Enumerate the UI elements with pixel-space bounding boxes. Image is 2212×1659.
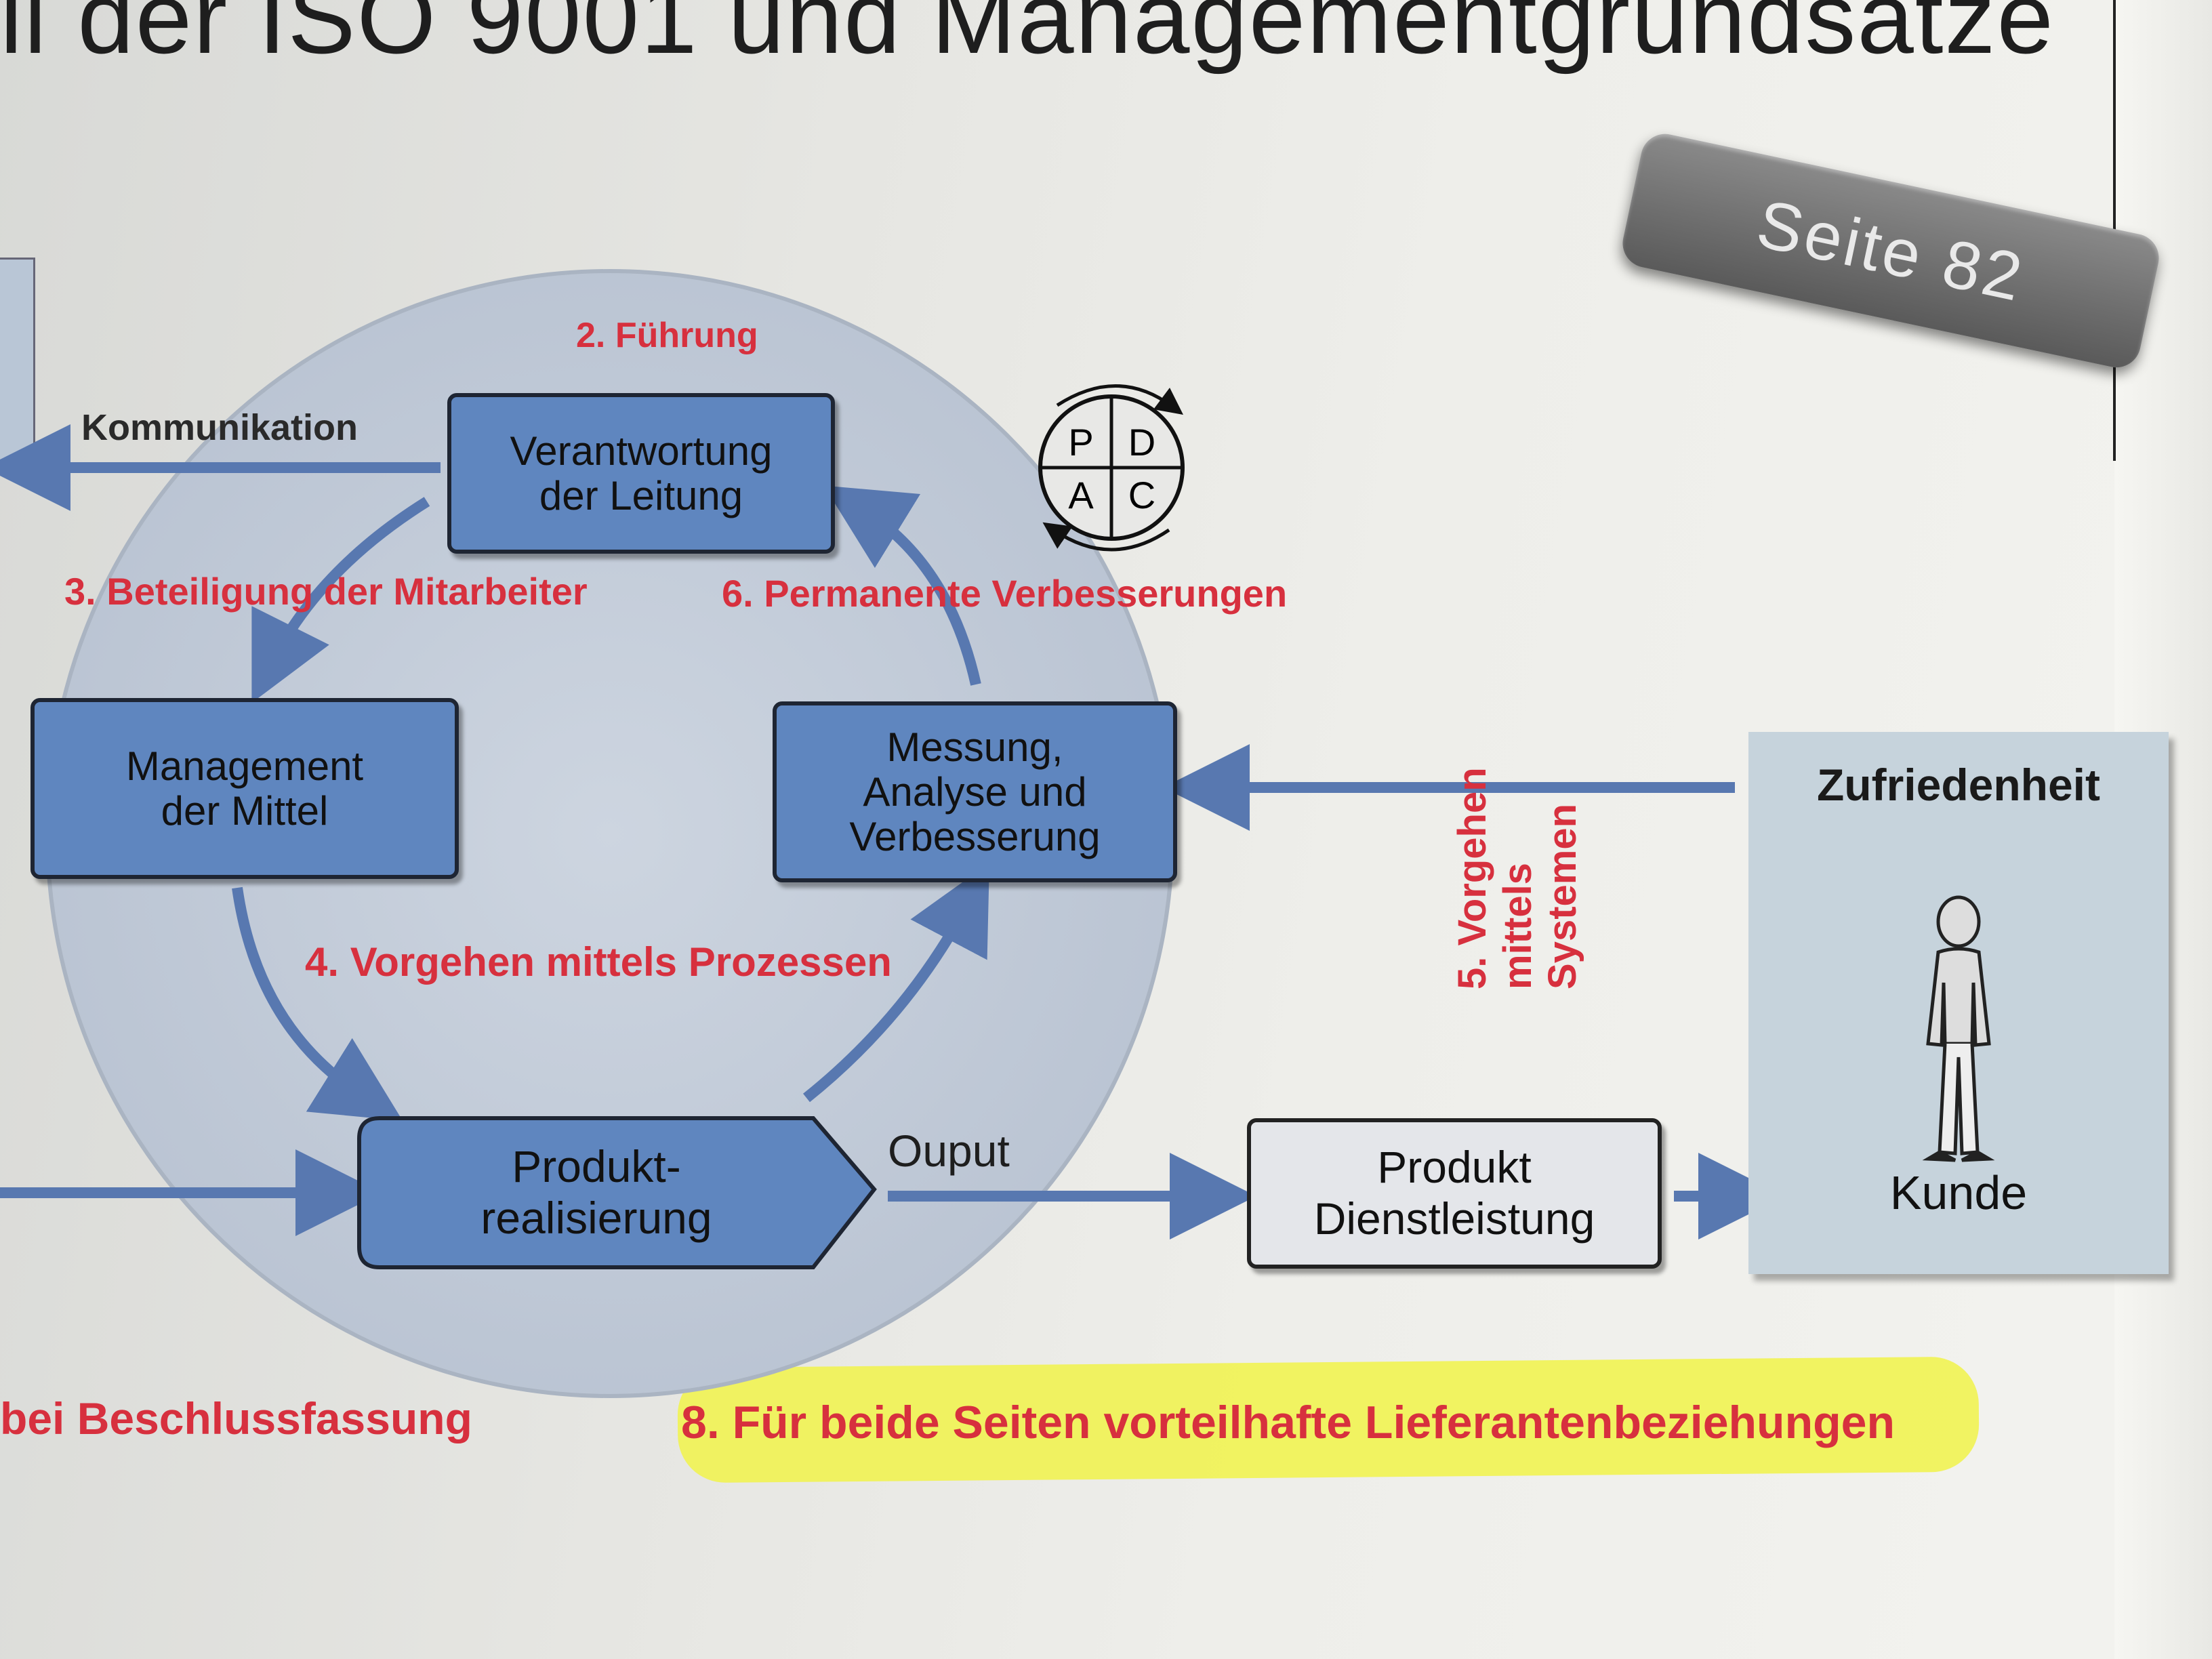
box-verantwortung-der-leitung: Verantwortung der Leitung <box>447 393 835 554</box>
box-messung-analyse-verbesserung: Messung, Analyse und Verbesserung <box>773 701 1177 882</box>
principle-3-label: 3. Beteiligung der Mitarbeiter <box>64 570 588 613</box>
pdca-cycle-icon: P D A C <box>1038 384 1185 552</box>
box-mittel-label: Management der Mittel <box>125 743 364 834</box>
principle-7-partial-label: bei Beschlussfassung <box>0 1393 472 1443</box>
principle-2-label: 2. Führung <box>576 316 758 355</box>
box-management-der-mittel: Management der Mittel <box>30 698 459 879</box>
messung-to-leitung-arrow <box>823 485 981 686</box>
person-standing-icon <box>1922 895 1995 1162</box>
pdca-p-letter: P <box>1068 421 1093 464</box>
pdca-c-letter: C <box>1128 474 1155 516</box>
customer-panel: Zufriedenheit Kunde <box>1748 732 2169 1274</box>
pdca-a-letter: A <box>1068 474 1094 516</box>
mittel-to-produkt-arrow <box>232 886 403 1121</box>
page-title: il der ISO 9001 und Managementgrundsätze <box>0 0 2055 75</box>
principle-8-label: 8. Für beide Seiten vorteilhafte Liefera… <box>681 1397 1896 1448</box>
principle-6-label: 6. Permanente Verbesserungen <box>722 572 1288 615</box>
box-produktrealisierung-label: Produkt- realisierung <box>480 1141 712 1243</box>
pdca-d-letter: D <box>1128 421 1155 464</box>
customer-label: Kunde <box>1889 1166 2028 1219</box>
principle-4-label: 4. Vorgehen mittels Prozessen <box>305 939 892 985</box>
box-verantwortung-label: Verantwortung der Leitung <box>510 428 773 518</box>
principle-5-line-3: Systemen <box>1540 803 1585 989</box>
produktrealisierung-label-wrap: Produkt- realisierung <box>380 1125 813 1261</box>
output-label: Ouput <box>888 1126 1010 1176</box>
customer-satisfaction-title: Zufriedenheit <box>1816 760 2100 810</box>
box-messung-label: Messung, Analyse und Verbesserung <box>849 724 1101 859</box>
box-produkt-dienstleistung-label: Produkt Dienstleistung <box>1313 1142 1595 1244</box>
kommunikation-label: Kommunikation <box>81 407 359 448</box>
produkt-to-messung-arrow <box>803 863 989 1103</box>
principle-5-vertical-label: 5. Vorgehen mittels Systemen <box>1450 767 1586 989</box>
box-produkt-dienstleistung: Produkt Dienstleistung <box>1247 1118 1662 1269</box>
principle-5-line-1: 5. Vorgehen <box>1450 767 1494 989</box>
produktrealisierung-shape <box>357 1116 877 1269</box>
principle-5-line-2: mittels <box>1495 863 1540 989</box>
leitung-to-mittel-arrow <box>251 497 430 703</box>
